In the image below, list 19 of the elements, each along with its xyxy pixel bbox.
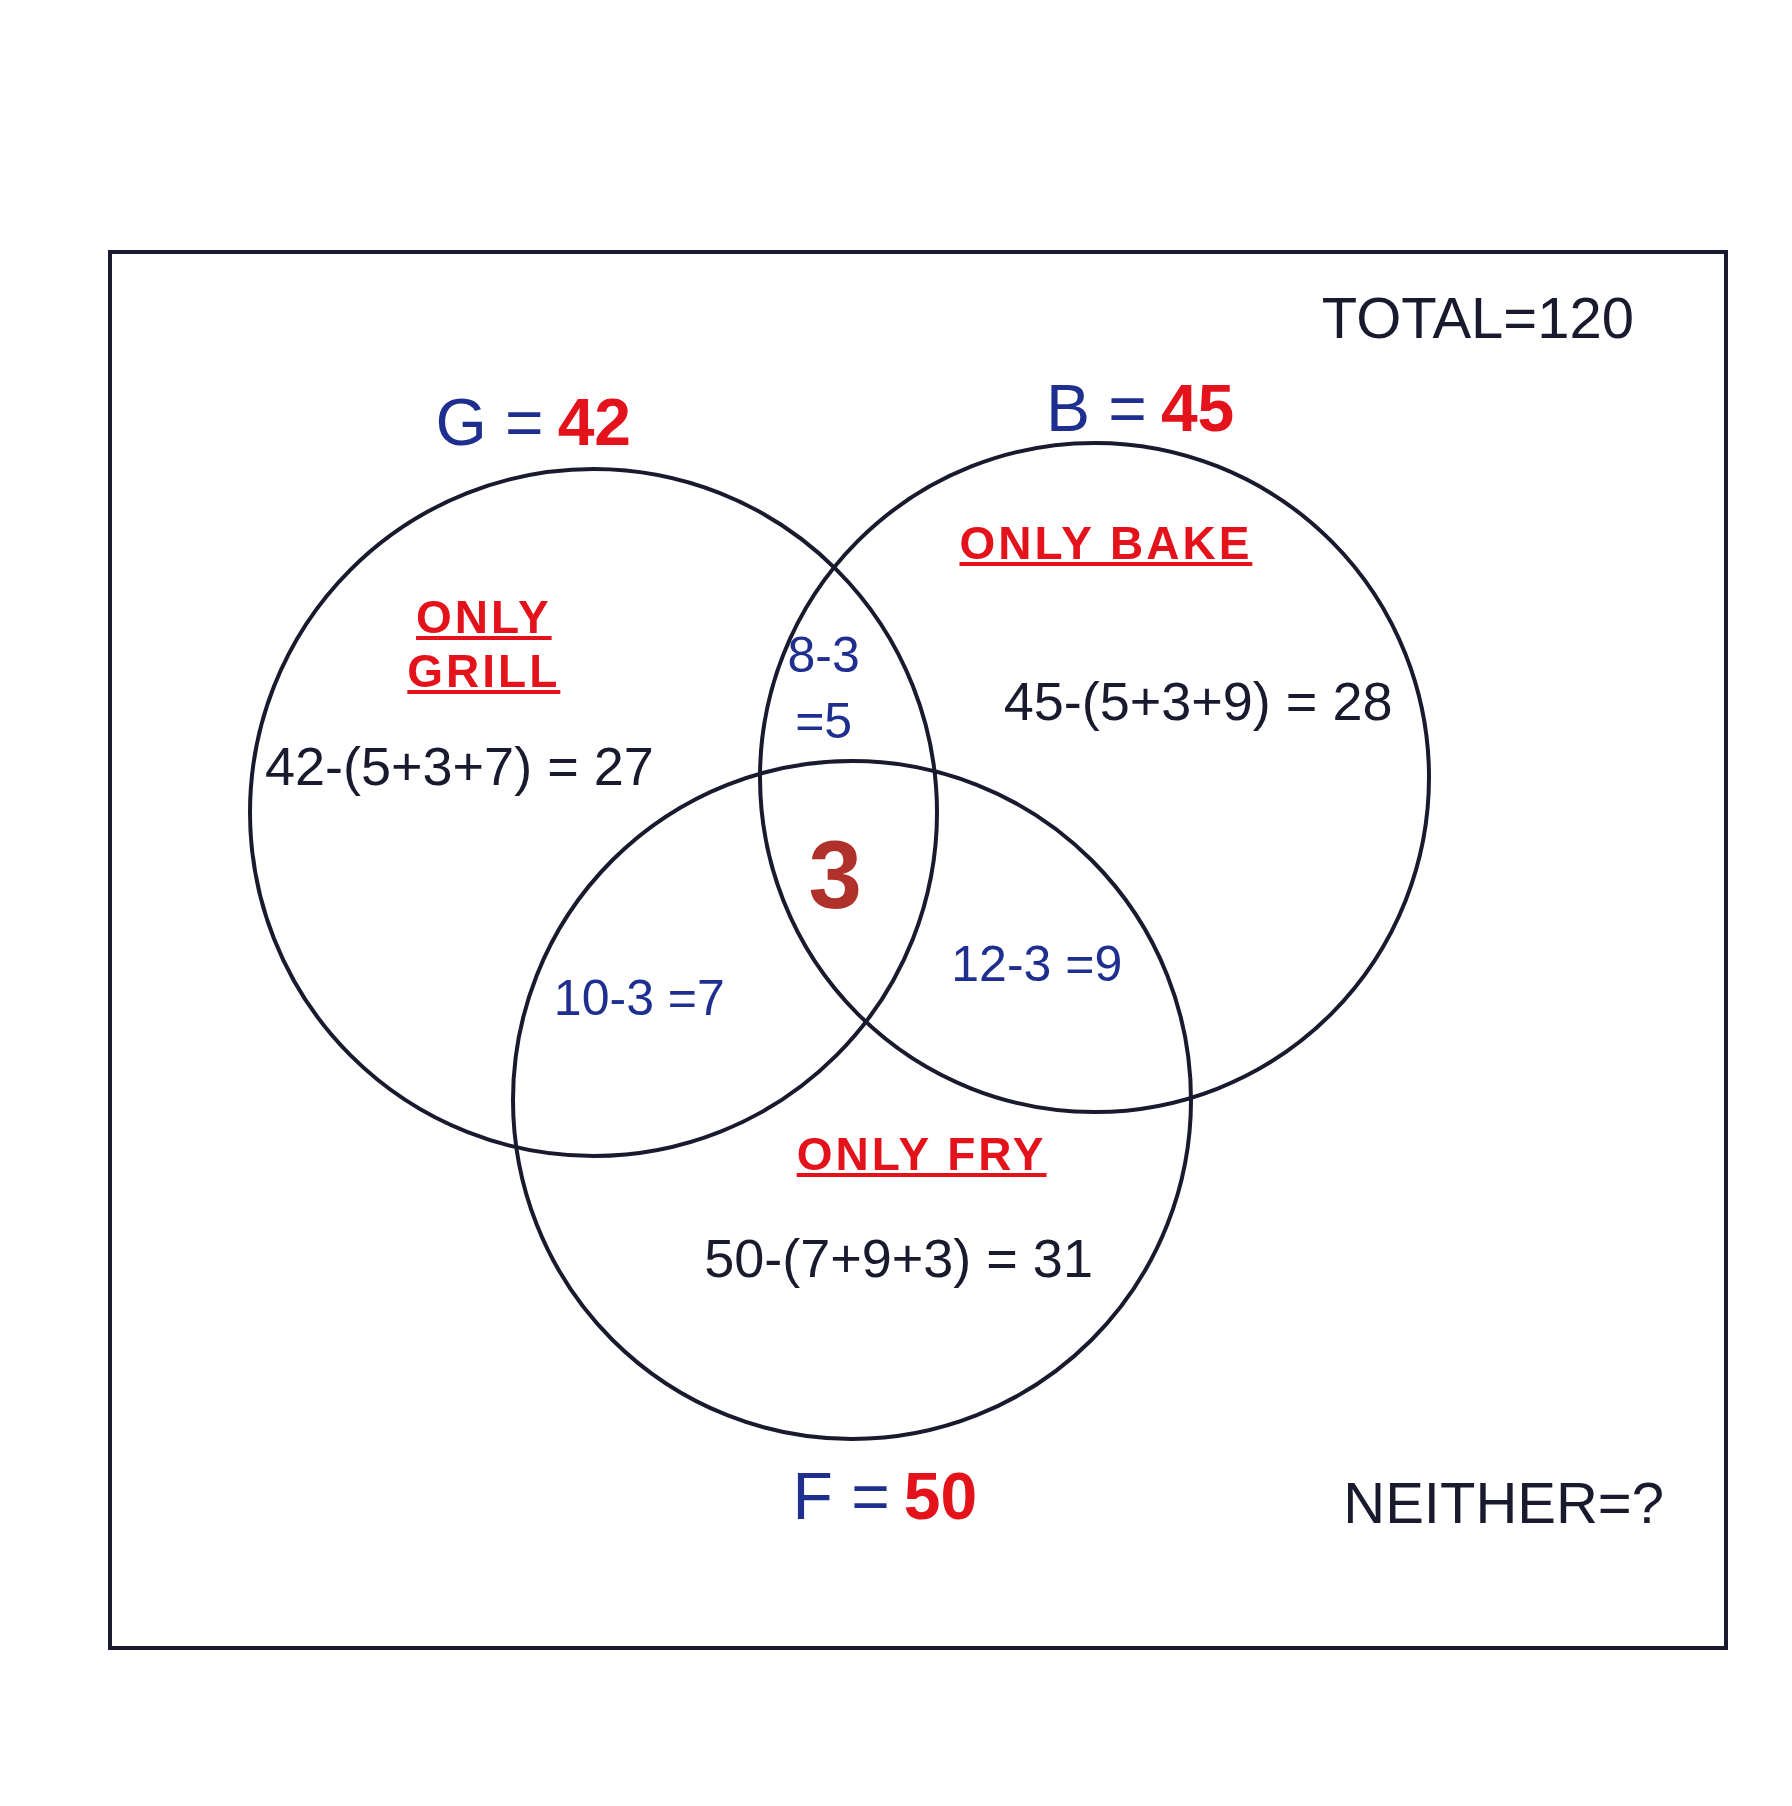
set-name: B = [1046,371,1147,446]
set-count: 42 [557,385,632,460]
region-heading: ONLY BAKE [958,516,1254,571]
universal-set-rectangle [108,250,1728,1650]
region-calculation: 12-3 =9 [950,934,1124,994]
region-calculation: 45-(5+3+9) = 28 [1002,669,1394,733]
region-calculation: 42-(5+3+7) = 27 [264,735,655,799]
set-name: G = [435,385,544,460]
set-name: F = [792,1458,890,1533]
total-label: TOTAL=120 [1321,284,1634,351]
center-value: 3 [807,820,863,931]
set-count: 45 [1160,371,1235,446]
region-calculation: 8-3 =5 [786,626,861,752]
neither-label: NEITHER=? [1343,1469,1664,1536]
set-count: 50 [903,1458,978,1533]
region-heading: ONLY GRILL [406,589,562,698]
region-calculation: 50-(7+9+3) = 31 [703,1227,1094,1291]
region-calculation: 10-3 =7 [552,969,726,1029]
region-heading: ONLY FRY [795,1126,1048,1181]
